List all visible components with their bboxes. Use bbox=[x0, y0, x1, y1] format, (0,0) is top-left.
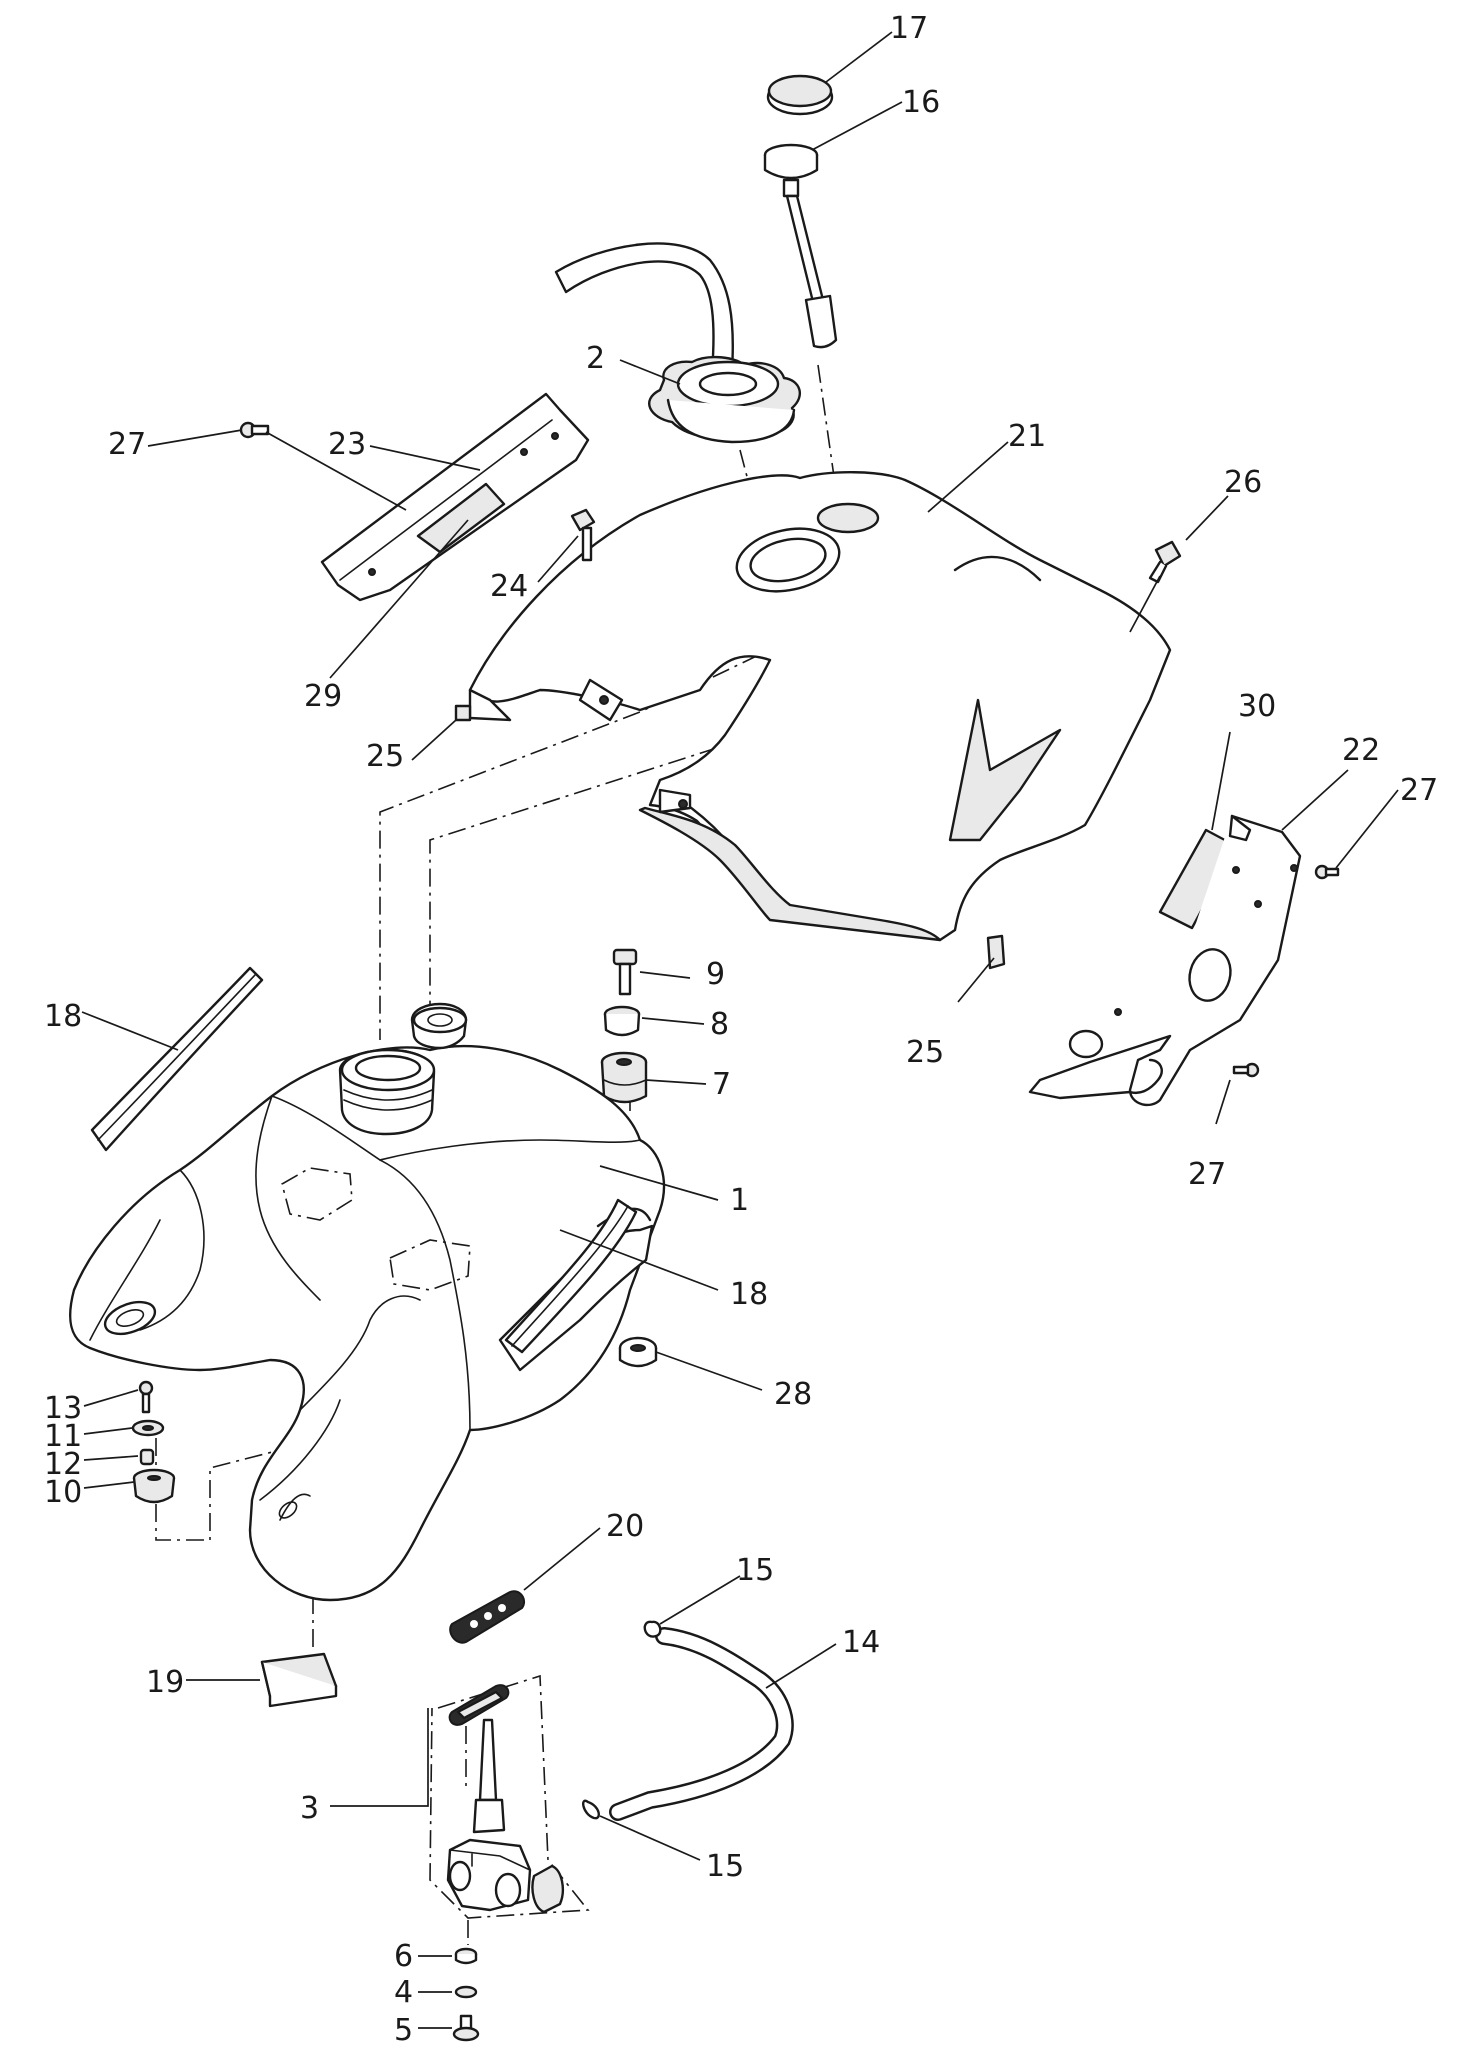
callout-3: 3 bbox=[300, 1791, 319, 1826]
part-8-collar bbox=[603, 1005, 641, 1037]
part-12-collar bbox=[139, 1448, 155, 1466]
callout-4: 4 bbox=[394, 1975, 413, 2010]
part-22-side-bracket bbox=[1028, 814, 1302, 1107]
part-10-grommet bbox=[132, 1468, 176, 1504]
callout-15: 15 bbox=[736, 1553, 774, 1588]
callout-21: 21 bbox=[1008, 419, 1046, 454]
part-5-screw bbox=[452, 2014, 480, 2042]
callout-26: 26 bbox=[1224, 465, 1262, 500]
callout-30: 30 bbox=[1238, 689, 1276, 724]
callout-27: 27 bbox=[1188, 1157, 1226, 1192]
part-14-fuel-hose bbox=[609, 1627, 794, 1821]
callout-28: 28 bbox=[774, 1377, 812, 1412]
callout-22: 22 bbox=[1342, 733, 1380, 768]
callout-10: 10 bbox=[44, 1475, 82, 1510]
callout-16: 16 bbox=[902, 85, 940, 120]
part-7-grommet bbox=[600, 1051, 648, 1104]
part-16-fuel-gauge bbox=[763, 143, 838, 349]
callout-25: 25 bbox=[366, 739, 404, 774]
part-6-washer bbox=[454, 1947, 478, 1965]
callout-8: 8 bbox=[710, 1007, 729, 1042]
callout-15: 15 bbox=[706, 1849, 744, 1884]
callout-9: 9 bbox=[706, 957, 725, 992]
callout-18: 18 bbox=[44, 999, 82, 1034]
callout-17: 17 bbox=[890, 11, 928, 46]
callout-14: 14 bbox=[842, 1625, 880, 1660]
part-1-fuel-tank bbox=[68, 1002, 666, 1602]
part-26-screw bbox=[1148, 540, 1182, 584]
part-28-grommet bbox=[618, 1336, 658, 1368]
part-20-gasket bbox=[449, 1590, 526, 1644]
callout-13: 13 bbox=[44, 1391, 82, 1426]
part-15-clip-upper bbox=[643, 1620, 662, 1638]
callout-20: 20 bbox=[606, 1509, 644, 1544]
callout-18: 18 bbox=[730, 1277, 768, 1312]
callout-19: 19 bbox=[146, 1665, 184, 1700]
callout-11: 11 bbox=[44, 1419, 82, 1454]
part-4-oring bbox=[454, 1985, 478, 1999]
part-24-screw bbox=[570, 508, 596, 562]
part-27-bolt-upper-left bbox=[239, 421, 270, 439]
part-18-pad-lower bbox=[504, 1198, 638, 1354]
part-25-nut-left bbox=[454, 704, 472, 722]
leader-lines bbox=[81, 31, 1399, 2029]
callout-23: 23 bbox=[328, 427, 366, 462]
part-13-bolt bbox=[138, 1380, 154, 1414]
callout-7: 7 bbox=[712, 1067, 731, 1102]
part-11-washer bbox=[131, 1419, 165, 1437]
part-17-filler-cap-cover bbox=[766, 74, 834, 116]
part-27-bolt-lower-right bbox=[1232, 1062, 1260, 1078]
callout-2: 2 bbox=[586, 341, 605, 376]
part-18-pad-upper bbox=[90, 966, 264, 1152]
callout-29: 29 bbox=[304, 679, 342, 714]
part-3-fuel-cock bbox=[446, 1684, 564, 1914]
callout-1: 1 bbox=[730, 1183, 749, 1218]
part-27-bolt-right bbox=[1314, 864, 1340, 880]
part-9-bolt bbox=[612, 948, 638, 996]
part-2-filler-cap bbox=[554, 242, 802, 444]
callout-12: 12 bbox=[44, 1447, 82, 1482]
callout-24: 24 bbox=[490, 569, 528, 604]
part-21-tank-cover bbox=[468, 471, 1172, 942]
callout-6: 6 bbox=[394, 1939, 413, 1974]
callout-labels: 17 16 2 21 27 23 26 24 29 25 30 22 27 9 … bbox=[44, 11, 1438, 2048]
part-19-rubber-pad bbox=[260, 1652, 338, 1708]
part-15-clip-lower bbox=[582, 1799, 600, 1820]
part-23-mounting-bracket bbox=[320, 392, 590, 602]
callout-25: 25 bbox=[906, 1035, 944, 1070]
callout-27: 27 bbox=[1400, 773, 1438, 808]
callout-5: 5 bbox=[394, 2013, 413, 2048]
callout-27: 27 bbox=[108, 427, 146, 462]
